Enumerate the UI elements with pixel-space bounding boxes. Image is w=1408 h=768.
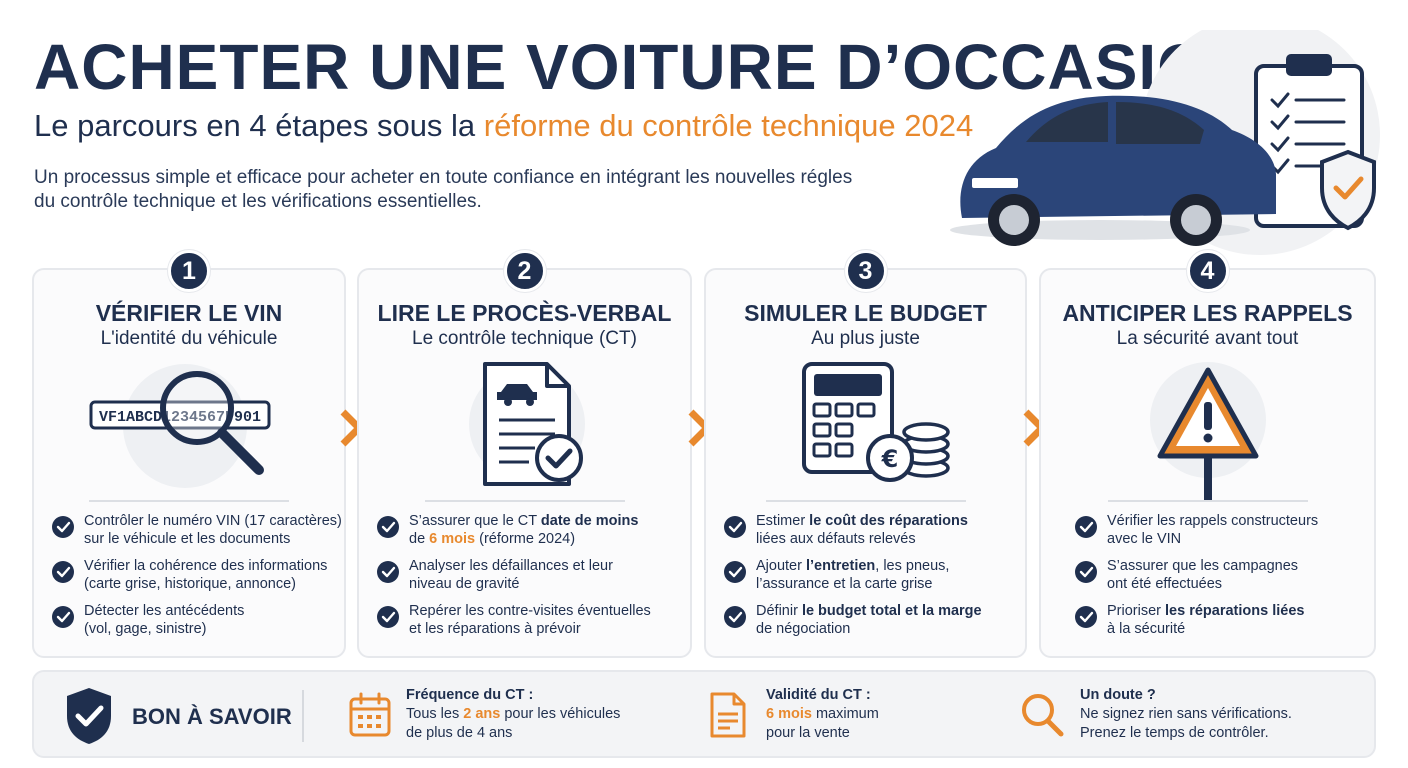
warning-sign-icon <box>1149 362 1266 502</box>
page-title: ACHETER UNE VOITURE D’OCCASION <box>34 31 1256 103</box>
shield-check-icon <box>67 688 111 744</box>
step-number: 1 <box>168 250 210 292</box>
step-title: LIRE LE PROCÈS-VERBAL <box>377 300 672 326</box>
step-card-2: 2 LIRE LE PROCÈS-VERBAL Le contrôle tech… <box>357 250 692 658</box>
step-number: 4 <box>1186 250 1229 292</box>
good-to-know-label: BON À SAVOIR <box>132 704 292 729</box>
calendar-icon <box>349 692 391 737</box>
step-card-1: 1 VÉRIFIER LE VIN L'identité du véhicule… <box>32 250 346 658</box>
check-circle-icon <box>377 561 399 583</box>
check-circle-icon <box>1075 516 1097 538</box>
step-subtitle: Au plus juste <box>811 328 920 349</box>
step-card-3: 3 SIMULER LE BUDGET Au plus juste € Esti… <box>704 250 1027 658</box>
document-check-icon <box>468 362 585 486</box>
document-icon <box>710 692 746 738</box>
step-number: 3 <box>844 250 887 292</box>
intro-text: Un processus simple et efficace pour ach… <box>34 167 853 212</box>
list-item: Contrôler le numéro VIN (17 caractères)s… <box>50 512 342 548</box>
magnifier-vin-icon: VF1ABCD1234567P901 <box>89 364 271 488</box>
check-circle-icon <box>377 516 399 538</box>
check-circle-icon <box>724 516 746 538</box>
car-clipboard-illustration <box>950 30 1380 255</box>
check-circle-icon <box>377 606 399 628</box>
car-icon <box>950 95 1276 246</box>
step-title: ANTICIPER LES RAPPELS <box>1062 300 1353 326</box>
check-circle-icon <box>724 606 746 628</box>
subtitle-accent: réforme du contrôle technique 2024 <box>483 108 974 143</box>
check-circle-icon <box>1075 606 1097 628</box>
check-circle-icon <box>1075 561 1097 583</box>
search-icon <box>1022 694 1064 737</box>
list-item: Ajouter l’entretien, les pneus,l’assuran… <box>722 557 1017 593</box>
step-bullets: Contrôler le numéro VIN (17 caractères)s… <box>50 512 342 647</box>
shield-check-icon <box>1320 149 1376 231</box>
check-circle-icon <box>724 561 746 583</box>
check-circle-icon <box>52 561 74 583</box>
list-item: Vérifier la cohérence des informations(c… <box>50 557 336 593</box>
svg-text:€: € <box>880 445 898 473</box>
step-subtitle: L'identité du véhicule <box>100 328 278 349</box>
divider <box>302 690 304 742</box>
step-subtitle: La sécurité avant tout <box>1116 328 1299 349</box>
step-number: 2 <box>503 250 546 292</box>
step-card-4: 4 ANTICIPER LES RAPPELS La sécurité avan… <box>1039 250 1376 658</box>
calculator-euro-icon: € <box>801 362 950 482</box>
step-title: VÉRIFIER LE VIN <box>95 300 283 326</box>
step-title: SIMULER LE BUDGET <box>744 300 987 326</box>
list-item: Détecter les antécédents(vol, gage, sini… <box>50 602 336 638</box>
good-to-know-panel: BON À SAVOIR Fréquence du CT : Tous les … <box>32 670 1376 758</box>
check-circle-icon <box>52 516 74 538</box>
check-circle-icon <box>52 606 74 628</box>
step-subtitle: Le contrôle technique (CT) <box>412 328 637 349</box>
page-subtitle: Le parcours en 4 étapes sous la réforme … <box>34 108 974 143</box>
vin-text: VF1ABCD1234567P901 <box>99 409 261 426</box>
